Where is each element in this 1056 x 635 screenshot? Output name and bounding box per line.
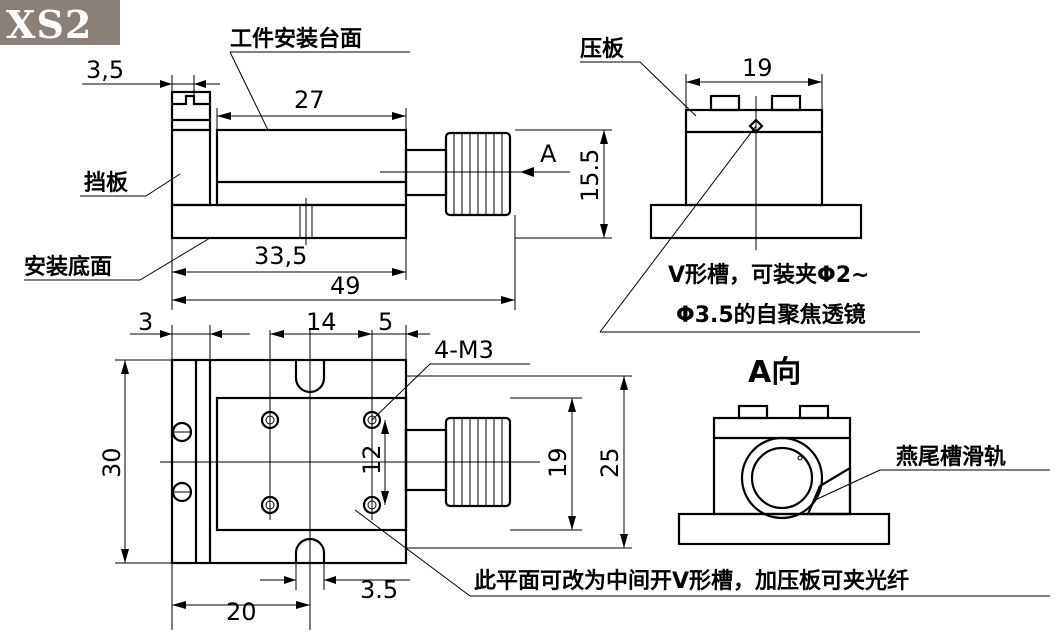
dim-30: 30 — [98, 447, 126, 478]
label-view-a: A向 — [748, 355, 801, 390]
dim-12: 12 — [358, 444, 386, 475]
label-4-m3: 4-M3 — [434, 336, 494, 364]
label-v-groove-1: V形槽，可装夹Φ2~ — [668, 263, 869, 288]
dim-19-plan: 19 — [544, 447, 572, 478]
label-v-groove-2: Φ3.5的自聚焦透镜 — [676, 302, 866, 328]
label-base-surface: 安装底面 — [24, 254, 112, 280]
dim-20: 20 — [226, 598, 257, 626]
side-view: 19 压板 V形槽，可装夹Φ2~ Φ3.5的自聚焦透镜 — [580, 37, 920, 333]
dim-25: 25 — [596, 447, 624, 478]
dim-3-5-bottom: 3.5 — [360, 576, 398, 604]
title-badge — [0, 0, 120, 45]
side-clamp-1 — [709, 94, 741, 112]
dim-3-5-top: 3,5 — [86, 56, 124, 84]
front-stop-plate — [170, 90, 212, 207]
arrow-a-label: A — [540, 140, 557, 168]
dim-33-5: 33,5 — [254, 242, 307, 270]
dim-15-5: 15.5 — [576, 149, 604, 202]
front-view: A 3,5 27 15.5 — [24, 26, 612, 310]
dim-5: 5 — [378, 308, 393, 336]
dim-3: 3 — [138, 308, 153, 336]
viewa-body — [712, 416, 852, 516]
label-workpiece-surface: 工件安装台面 — [230, 26, 362, 52]
front-stop-slot — [172, 94, 210, 106]
viewa-clamp-1 — [737, 404, 769, 420]
viewa-lens — [750, 446, 814, 510]
side-body — [684, 108, 824, 207]
viewa-clamp-2 — [798, 404, 830, 420]
view-a: A向 燕尾槽滑轨 — [677, 355, 1050, 546]
label-note-bottom: 此平面可改为中间开V形槽，加压板可夹光纤 — [474, 568, 909, 594]
dim-27: 27 — [294, 86, 325, 114]
dim-49: 49 — [330, 272, 361, 300]
label-dovetail: 燕尾槽滑轨 — [896, 444, 1006, 470]
dim-14: 14 — [306, 308, 337, 336]
plan-view: 3 14 5 30 12 — [98, 308, 1050, 630]
dim-19-top: 19 — [742, 54, 773, 82]
front-body — [215, 128, 408, 207]
title-badge-text: XS2 — [6, 2, 93, 47]
front-base — [170, 203, 408, 240]
viewa-lens-ring — [740, 436, 824, 520]
label-press-plate: 压板 — [580, 37, 625, 62]
label-stop-plate: 挡板 — [84, 171, 129, 196]
side-clamp-2 — [770, 94, 802, 112]
viewa-dovetail — [806, 466, 852, 516]
plan-knob-stem — [404, 428, 448, 492]
